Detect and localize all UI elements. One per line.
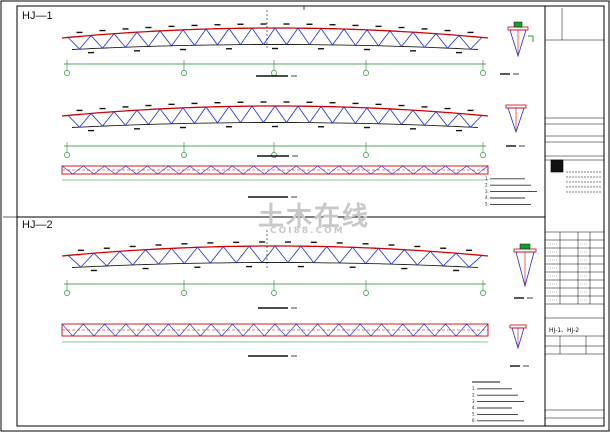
hj2-elevation-web-members bbox=[67, 245, 483, 268]
watermark-subtext: COI88.COM bbox=[270, 226, 345, 236]
section-1-1-badge bbox=[513, 21, 523, 28]
hj1-notes-note-number: 3. bbox=[485, 189, 489, 194]
panel-1-label: HJ—1 bbox=[22, 10, 53, 22]
hj1-elevation-a-web-members bbox=[67, 27, 483, 50]
hj1-elevation-b-axis-bubble bbox=[480, 152, 486, 158]
panel-2-label: HJ—2 bbox=[22, 219, 53, 231]
hj1-top-chord-plan-bracing bbox=[61, 165, 489, 175]
hj1-elevation-b-axis-bubble bbox=[363, 152, 369, 158]
watermark-text: 土木在线 bbox=[258, 202, 371, 232]
hj2-notes-note-number: 2. bbox=[472, 392, 476, 397]
section-3-3-badge bbox=[519, 243, 531, 250]
hj2-elevation-axis-bubble bbox=[64, 290, 70, 296]
hj1-elevation-a-axis-bubble bbox=[271, 70, 277, 76]
hj1-elevation-b-web-members bbox=[67, 105, 483, 128]
hj1-notes-note-number: 5. bbox=[485, 202, 489, 207]
hj2-elevation-axis-bubble bbox=[181, 290, 187, 296]
hj1-elevation-a-axis-bubble bbox=[363, 70, 369, 76]
hj2-elevation-top-chord bbox=[61, 245, 489, 257]
hj2-notes-note-number: 6. bbox=[472, 418, 476, 423]
hj1-elevation-b-axis-bubble bbox=[271, 152, 277, 158]
hj1-notes-note-number: 4. bbox=[485, 195, 489, 200]
company-logo bbox=[550, 159, 564, 173]
hj1-elevation-b-bottom-chord bbox=[71, 122, 479, 128]
hj1-elevation-b-axis-bubble bbox=[64, 152, 70, 158]
hj2-elevation-axis-bubble bbox=[480, 290, 486, 296]
hj1-elevation-a-bottom-chord bbox=[71, 44, 479, 50]
hj1-elevation-a-axis-bubble bbox=[64, 70, 70, 76]
title-block-drawing-name: HJ-1、HJ-2 bbox=[549, 327, 580, 334]
hj2-notes-note-number: 5. bbox=[472, 412, 476, 417]
hj1-notes-note-number: 1. bbox=[485, 176, 489, 181]
hj2-elevation-axis-bubble bbox=[363, 290, 369, 296]
hj2-elevation-axis-bubble bbox=[271, 290, 277, 296]
hj2-notes-note-number: 1. bbox=[472, 386, 476, 391]
hj1-elevation-a-axis-bubble bbox=[480, 70, 486, 76]
section-3-3-section-top-plate bbox=[513, 248, 537, 253]
hj1-elevation-b-axis-bubble bbox=[181, 152, 187, 158]
hj2-notes-note-number: 4. bbox=[472, 405, 476, 410]
section-4-4-section-top-plate bbox=[509, 324, 527, 329]
hj2-top-chord-plan-bracing bbox=[61, 323, 489, 337]
section-1-1-section-top-plate bbox=[507, 26, 529, 31]
hj1-elevation-a-axis-bubble bbox=[181, 70, 187, 76]
hj1-notes-note-number: 2. bbox=[485, 182, 489, 187]
section-2-2-section-top-plate bbox=[505, 104, 527, 109]
hj2-notes-note-number: 3. bbox=[472, 399, 476, 404]
hj2-elevation-bottom-chord bbox=[71, 262, 479, 268]
